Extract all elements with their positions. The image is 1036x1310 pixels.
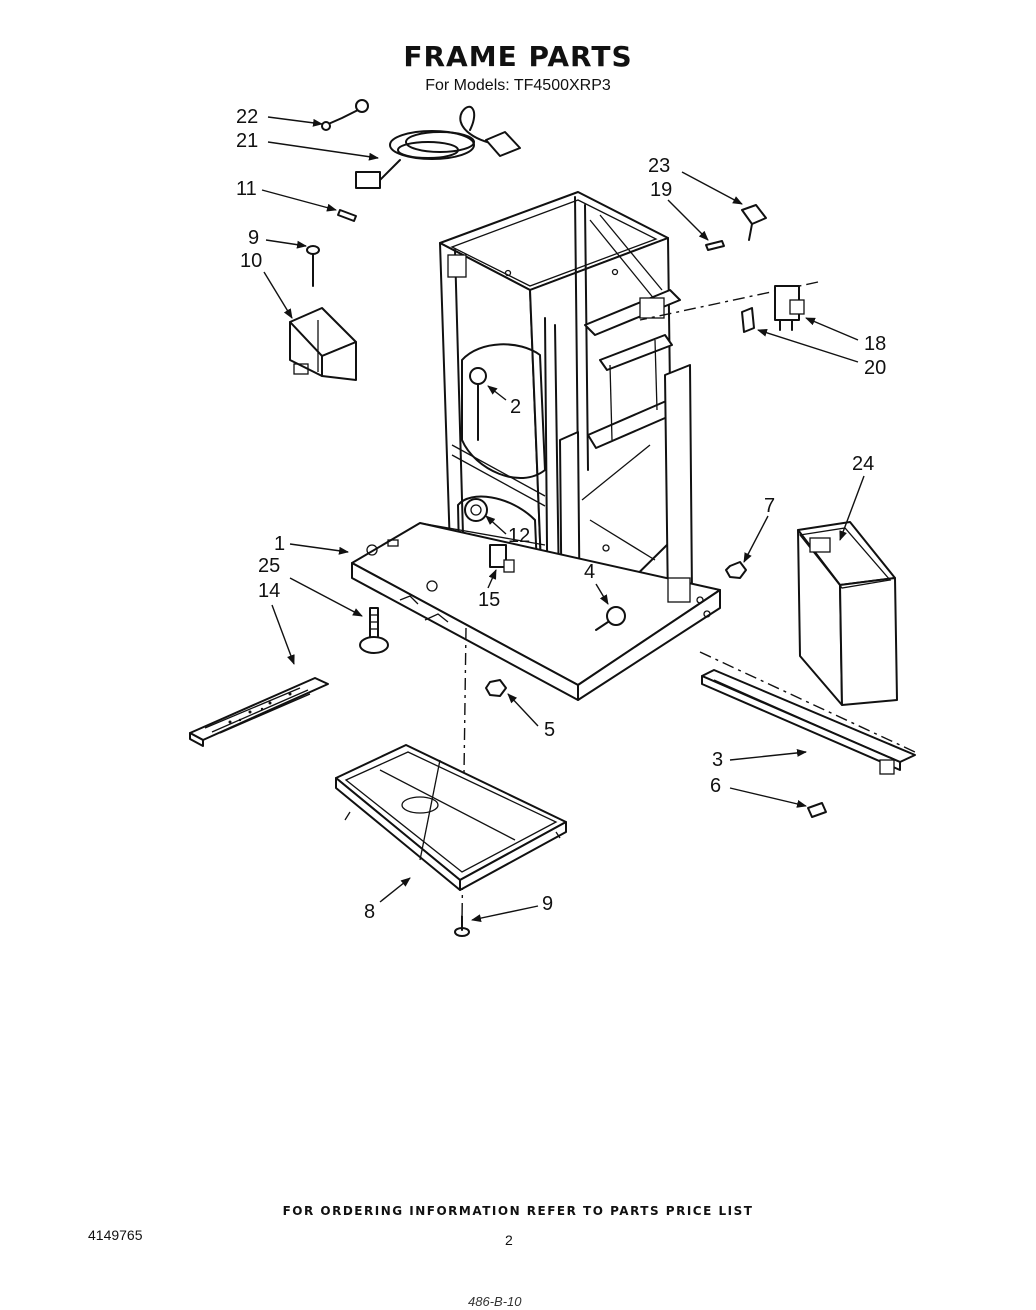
callout-23: 23 <box>648 155 670 177</box>
switch-assembly-part-18 <box>774 285 805 331</box>
callout-4: 4 <box>584 561 595 583</box>
page-number: 2 <box>505 1232 513 1248</box>
cover-part-10 <box>289 307 357 381</box>
cord-clip-part-22 <box>321 99 369 131</box>
document-number: 4149765 <box>88 1227 143 1243</box>
callout-1: 1 <box>274 533 285 555</box>
power-cord-part-21 <box>355 105 521 189</box>
callouts: 22 21 11 9 10 2 12 15 1 25 14 4 5 <box>236 106 886 923</box>
rail-part-3 <box>701 669 916 775</box>
callout-6: 6 <box>710 775 721 797</box>
screw-part-11 <box>337 209 357 222</box>
callout-5: 5 <box>544 719 555 741</box>
bracket-part-23 <box>741 204 767 241</box>
callout-18: 18 <box>864 333 886 355</box>
callout-22: 22 <box>236 106 258 128</box>
model-line: For Models: TF4500XRP3 <box>425 77 611 94</box>
callout-19: 19 <box>650 179 672 201</box>
callout-7: 7 <box>764 495 775 517</box>
screw-part-19 <box>705 240 725 251</box>
callout-3: 3 <box>712 749 723 771</box>
screw-part-9-top <box>306 245 320 287</box>
frame-tower <box>439 191 693 666</box>
callout-10: 10 <box>240 250 262 272</box>
page-title: FRAME PARTS <box>403 40 633 73</box>
ordering-note: FOR ORDERING INFORMATION REFER TO PARTS … <box>282 1204 754 1218</box>
fitting-part-4 <box>595 606 626 631</box>
nut-part-5 <box>485 679 507 697</box>
callout-14: 14 <box>258 580 280 602</box>
callout-8: 8 <box>364 901 375 923</box>
handwritten-code: 486-B-10 <box>468 1294 522 1309</box>
filter-strip-part-14 <box>189 677 329 747</box>
side-panel-part-24 <box>797 521 898 706</box>
bolt-part-6 <box>807 802 827 818</box>
callout-9-bottom: 9 <box>542 893 553 915</box>
relay-part-15 <box>489 544 515 573</box>
callout-15: 15 <box>478 589 500 611</box>
callout-25: 25 <box>258 555 280 577</box>
switch-part-12 <box>464 498 488 522</box>
screw-part-9-bottom <box>454 915 470 937</box>
base-frame <box>351 522 721 701</box>
bottom-tray-part-8 <box>335 744 567 891</box>
plate-part-20 <box>741 307 755 333</box>
callout-11: 11 <box>236 178 257 200</box>
callout-21: 21 <box>236 130 258 152</box>
callout-2: 2 <box>510 396 521 418</box>
callout-24: 24 <box>852 453 874 475</box>
callout-20: 20 <box>864 357 886 379</box>
nut-part-7 <box>725 561 747 579</box>
callout-12: 12 <box>508 525 530 547</box>
control-knob-part-2 <box>469 367 487 441</box>
leveling-leg-part-25 <box>359 607 389 654</box>
callout-9-top: 9 <box>248 227 259 249</box>
